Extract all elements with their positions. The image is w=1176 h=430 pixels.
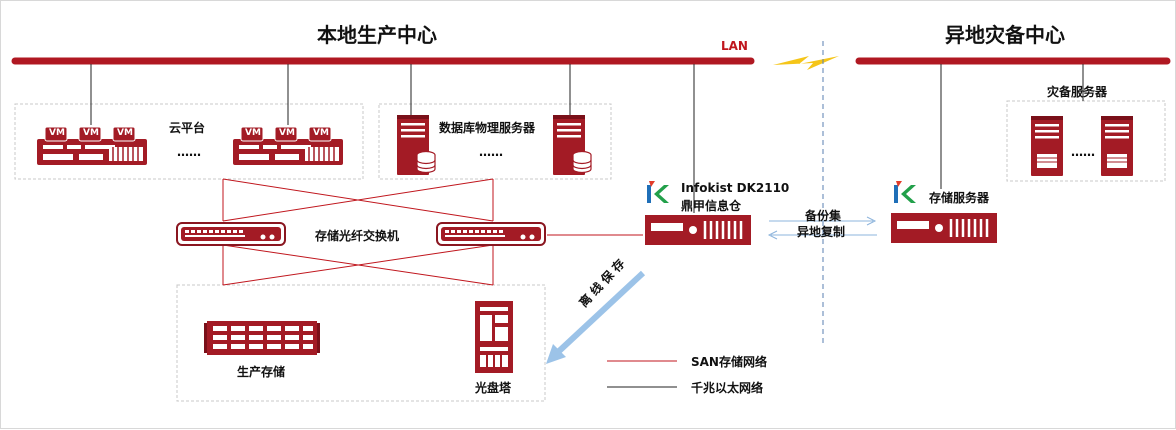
replication-arrows (767, 216, 877, 240)
vm-badge: VM (83, 128, 99, 138)
infokist-model-label: Infokist DK2110 (681, 181, 790, 195)
database-icon (572, 150, 592, 174)
vm-host-2 (232, 126, 344, 166)
replication-label-1: 备份集 (805, 209, 842, 223)
production-storage-label: 生产存储 (237, 365, 286, 379)
infokist-name-label: 鼎甲信息仓 (681, 199, 742, 213)
offline-archive-arrow (546, 270, 646, 364)
legend-san-label: SAN存储网络 (691, 355, 767, 369)
replication-label-2: 异地复制 (797, 225, 846, 239)
infokist-logo-icon (647, 181, 669, 203)
vm-badge: VM (313, 128, 329, 138)
infokist-appliance (643, 213, 753, 247)
db-servers-label: 数据库物理服务器 (439, 121, 536, 135)
storage-server-label: 存储服务器 (929, 191, 990, 205)
lan-label: LAN (721, 39, 748, 53)
legend-gigabit-label: 千兆以太网络 (691, 381, 764, 395)
dr-servers-label: 灾备服务器 (1047, 85, 1108, 99)
ethernet-drops (90, 64, 1084, 213)
fc-switch-2 (436, 222, 546, 246)
dr-ellipsis: …… (1071, 145, 1095, 159)
db-servers-box (378, 103, 612, 180)
dr-server-1 (1031, 116, 1063, 176)
vm-badge: VM (117, 128, 133, 138)
vm-badge: VM (279, 128, 295, 138)
database-icon (416, 150, 436, 174)
dr-server-2 (1101, 116, 1133, 176)
storage-box (176, 284, 546, 402)
vm-badge: VM (49, 128, 65, 138)
cloud-ellipsis: …… (177, 145, 201, 159)
vm-host-1 (36, 126, 148, 166)
fc-switch-1 (176, 222, 286, 246)
storage-server (889, 211, 999, 245)
fc-switch-label: 存储光纤交换机 (315, 229, 400, 243)
wan-lightning-icon (773, 56, 839, 70)
db-ellipsis: …… (479, 145, 503, 159)
local-center-title: 本地生产中心 (317, 23, 437, 47)
dr-servers-box (1006, 100, 1166, 182)
infokist-logo-icon (894, 181, 916, 203)
optical-disc-tower (475, 301, 513, 373)
remote-center-title: 异地灾备中心 (945, 23, 1065, 47)
production-storage-array (204, 321, 320, 355)
cloud-platform-label: 云平台 (169, 121, 206, 135)
cloud-platform-box (14, 103, 364, 180)
disc-tower-label: 光盘塔 (475, 381, 512, 395)
vm-badge: VM (245, 128, 261, 138)
san-links (222, 178, 643, 286)
